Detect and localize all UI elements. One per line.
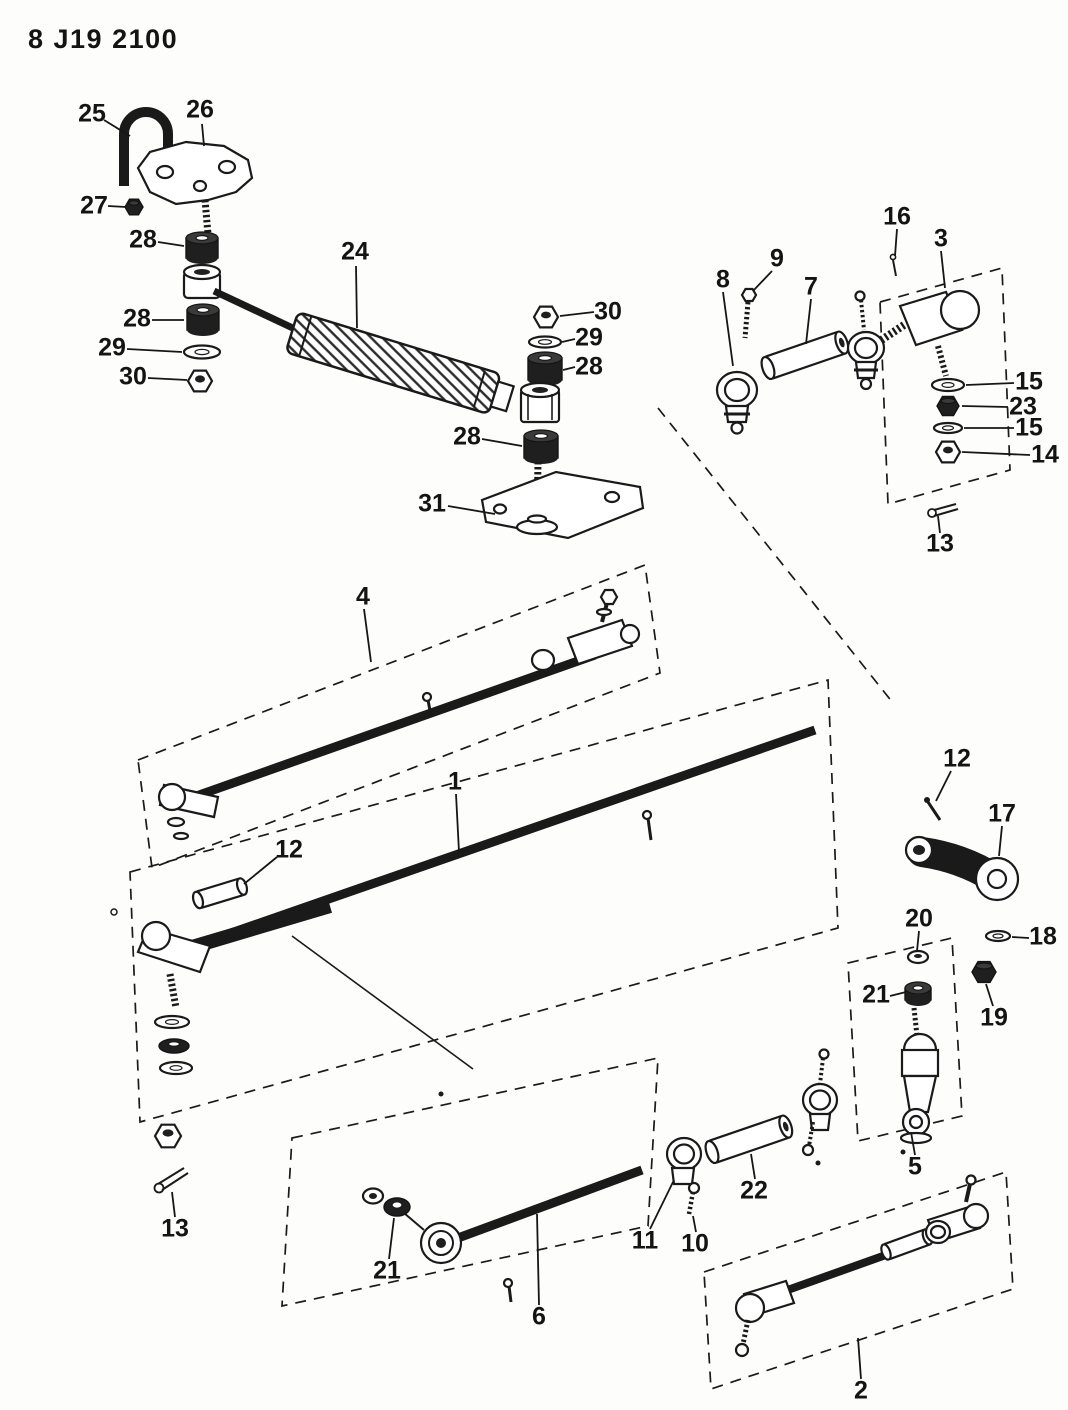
nut-21-right [904, 981, 932, 1006]
callout-28-1: 28 [129, 225, 157, 254]
callout-21-1: 21 [862, 980, 890, 1009]
bolt-10 [686, 1181, 701, 1215]
nut-19 [971, 960, 997, 984]
callout-30-1: 30 [119, 362, 147, 391]
callout-28-3: 28 [575, 352, 603, 381]
nut-27 [124, 198, 144, 216]
callout-13-1: 13 [926, 529, 954, 558]
bracket-31 [480, 461, 645, 540]
callout-25: 25 [78, 99, 106, 128]
washer-15-upper [930, 377, 966, 393]
callout-29-1: 29 [98, 333, 126, 362]
callout-9: 9 [770, 244, 784, 273]
callout-10: 10 [681, 1229, 709, 1258]
nut-30-right [532, 305, 560, 329]
callout-18: 18 [1029, 922, 1057, 951]
clamp-11 [665, 1136, 703, 1186]
bushing-28-upper [185, 231, 219, 264]
callout-12-2: 12 [943, 744, 971, 773]
washer-20 [906, 949, 930, 965]
nut-23 [936, 395, 960, 417]
callout-28-4: 28 [453, 422, 481, 451]
sleeve-12-left [191, 877, 249, 910]
nut-30-left [186, 369, 214, 393]
pitman-arm-17 [904, 835, 1020, 902]
callout-16: 16 [883, 202, 911, 231]
washer-18 [984, 929, 1012, 943]
callout-22: 22 [740, 1176, 768, 1205]
damper-24 [212, 287, 516, 414]
bracket-26 [136, 140, 254, 235]
nut-14 [934, 440, 962, 464]
callout-17: 17 [988, 799, 1016, 828]
callout-4: 4 [356, 582, 370, 611]
tie-rod-2 [734, 1174, 990, 1358]
callout-6: 6 [532, 1302, 546, 1331]
callout-14: 14 [1031, 440, 1059, 469]
callout-1: 1 [448, 767, 462, 796]
center-link-1 [136, 725, 817, 1194]
bushing-28-right-lower [523, 429, 559, 464]
grease-fitting-16 [889, 253, 897, 277]
figure-number: 8 J19 2100 [28, 24, 179, 54]
group-outlines [110, 266, 1014, 1391]
callout-20: 20 [905, 904, 933, 933]
callout-8: 8 [716, 265, 730, 294]
leader-lines [103, 119, 1031, 1380]
callout-24: 24 [341, 237, 369, 266]
pin-12-right [924, 797, 942, 821]
callout-29-2: 29 [575, 323, 603, 352]
callout-31: 31 [418, 489, 446, 518]
callout-23: 23 [1009, 392, 1037, 421]
callout-3: 3 [934, 224, 948, 253]
tube-7 [760, 330, 850, 381]
callout-28-2: 28 [123, 304, 151, 333]
tie-rod-6 [361, 1165, 644, 1303]
damper-eye [182, 263, 222, 300]
washer-29-left [182, 344, 222, 360]
callout-15-2: 15 [1015, 413, 1043, 442]
damper-mount-eye [519, 381, 561, 424]
bolt-9 [740, 287, 758, 339]
callout-13-2: 13 [161, 1214, 189, 1243]
tie-rod-4 [157, 588, 641, 841]
washer-15-lower [932, 421, 964, 435]
washer-29-right [527, 335, 563, 349]
tube-22 [704, 1114, 794, 1165]
tie-rod-end-3 [865, 289, 981, 377]
bushing-28-lower [186, 303, 220, 336]
callout-12-1: 12 [275, 835, 303, 864]
callout-7: 7 [804, 272, 818, 301]
bushing-28-right-upper [527, 351, 563, 386]
clamp-6-right [801, 1048, 839, 1157]
clamp-right-of-tube [846, 290, 886, 391]
callout-21-2: 21 [373, 1256, 401, 1285]
cotter-pin-13-right [927, 503, 959, 518]
callout-27: 27 [80, 191, 108, 220]
callout-2: 2 [854, 1376, 868, 1405]
callout-26: 26 [186, 95, 214, 124]
callout-30-2: 30 [594, 297, 622, 326]
clamp-8 [715, 370, 759, 435]
idler-arm-5 [899, 1007, 940, 1145]
callout-19: 19 [980, 1003, 1008, 1032]
callout-11: 11 [631, 1226, 659, 1255]
callout-15-1: 15 [1015, 367, 1043, 396]
callout-5: 5 [908, 1152, 922, 1181]
